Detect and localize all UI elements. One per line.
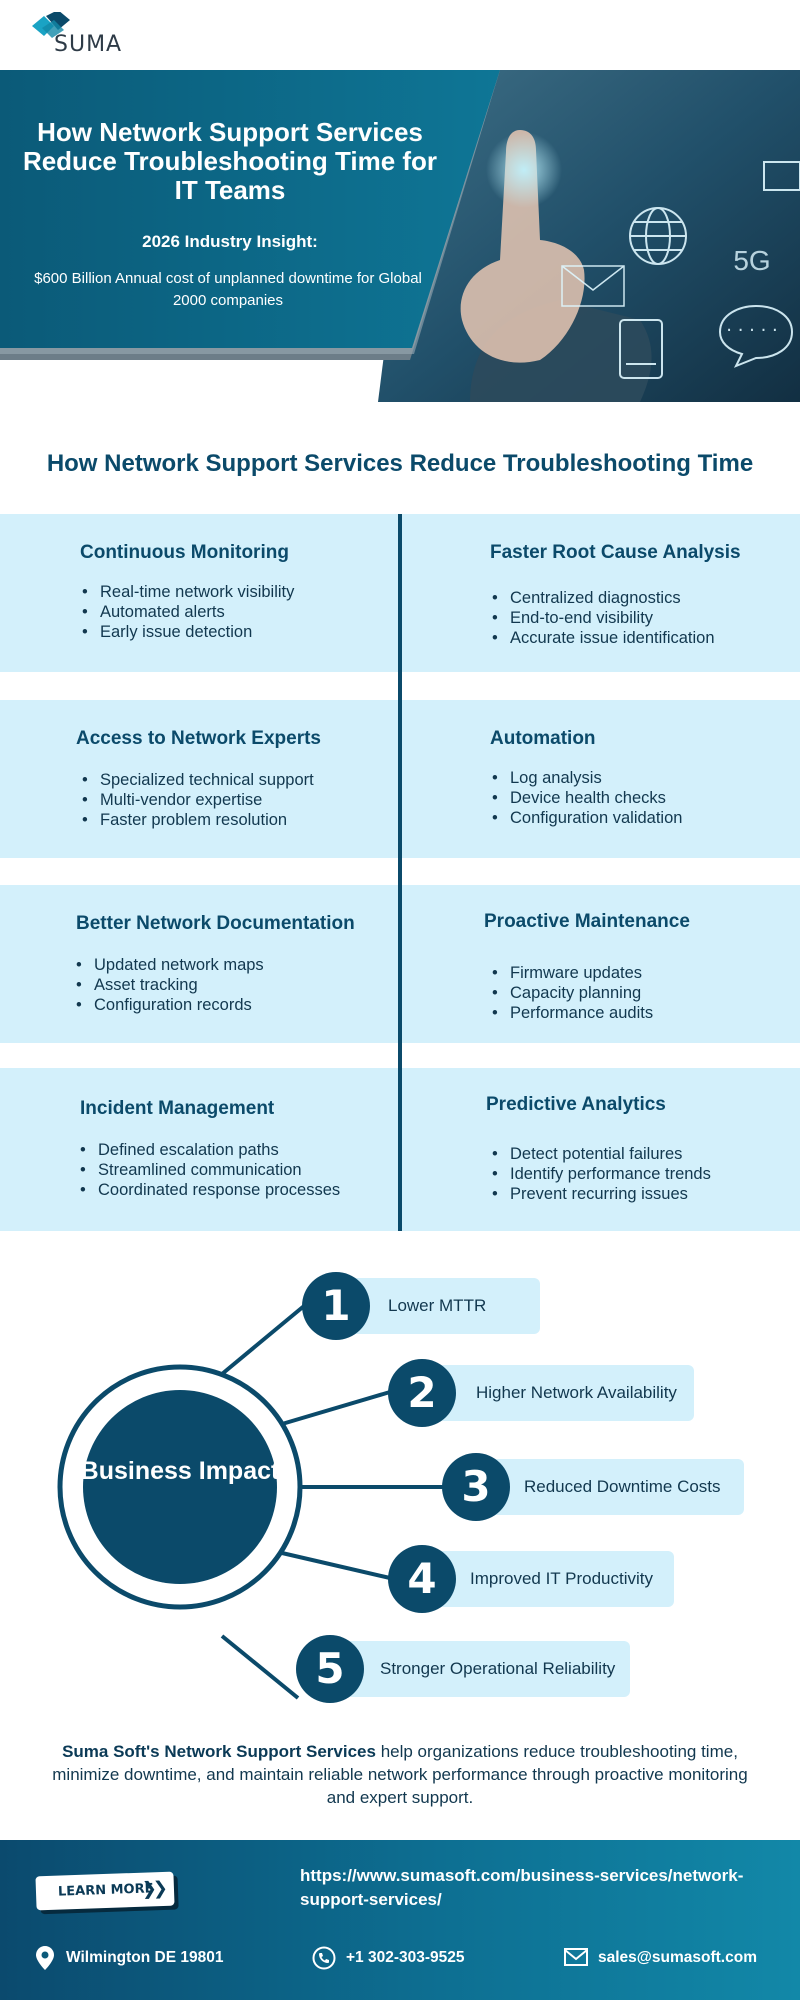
list-item: Automated alerts: [80, 602, 294, 622]
list-item: Specialized technical support: [80, 770, 314, 790]
impact-label: Lower MTTR: [388, 1296, 487, 1315]
learn-more-button[interactable]: LEARN MORE ❯❯: [35, 1871, 175, 1911]
card-title: Predictive Analytics: [486, 1094, 666, 1115]
email-text: sales@sumasoft.com: [598, 1949, 757, 1966]
card-list: Real-time network visibility Automated a…: [80, 582, 294, 642]
impact-label: Improved IT Productivity: [470, 1569, 653, 1588]
card-better-network-documentation: Better Network Documentation Updated net…: [0, 885, 398, 1043]
section-title: How Network Support Services Reduce Trou…: [46, 450, 754, 477]
impact-pill-5: Stronger Operational Reliability: [336, 1641, 630, 1697]
impact-diagram: [57, 1304, 444, 1700]
impact-number-4: 4: [388, 1545, 456, 1613]
mail-icon: [564, 1948, 588, 1966]
list-item: Identify performance trends: [490, 1164, 711, 1184]
card-list: Detect potential failures Identify perfo…: [490, 1144, 711, 1204]
card-list: Updated network maps Asset tracking Conf…: [74, 955, 264, 1015]
card-incident-management: Incident Management Defined escalation p…: [0, 1068, 398, 1231]
card-access-to-network-experts: Access to Network Experts Specialized te…: [0, 700, 398, 858]
svg-text:· · · · ·: · · · · ·: [726, 320, 778, 341]
learn-more-label: LEARN MORE: [57, 1881, 154, 1900]
card-proactive-maintenance: Proactive Maintenance Firmware updates C…: [402, 885, 800, 1043]
hero-banner: · · · · · 5G How Network Support Service…: [0, 70, 800, 402]
card-faster-root-cause-analysis: Faster Root Cause Analysis Centralized d…: [402, 514, 800, 672]
card-title: Access to Network Experts: [76, 728, 321, 749]
impact-number-5: 5: [296, 1635, 364, 1703]
location-pin-icon: [36, 1946, 54, 1970]
card-continuous-monitoring: Continuous Monitoring Real-time network …: [0, 514, 398, 672]
list-item: Real-time network visibility: [80, 582, 294, 602]
impact-pill-4: Improved IT Productivity: [426, 1551, 674, 1607]
footer-phone[interactable]: +1 302-303-9525: [312, 1944, 502, 1972]
card-title: Continuous Monitoring: [80, 542, 289, 563]
column-divider: [398, 514, 402, 1231]
list-item: Firmware updates: [490, 963, 653, 983]
impact-center-label: Business Impact: [80, 1457, 280, 1485]
hero-title: How Network Support Services Reduce Trou…: [22, 117, 438, 205]
footer: LEARN MORE ❯❯ https://www.sumasoft.com/b…: [0, 1840, 800, 2000]
impact-label: Stronger Operational Reliability: [380, 1659, 616, 1678]
list-item: Configuration validation: [490, 808, 682, 828]
phone-text: +1 302-303-9525: [346, 1949, 465, 1966]
footer-url-link[interactable]: https://www.sumasoft.com/business-servic…: [300, 1866, 744, 1909]
impact-number-1: 1: [302, 1272, 370, 1340]
location-text: Wilmington DE 19801: [66, 1949, 224, 1966]
list-item: Device health checks: [490, 788, 682, 808]
list-item: End-to-end visibility: [490, 608, 715, 628]
list-item: Faster problem resolution: [80, 810, 314, 830]
impact-pill-1: Lower MTTR: [340, 1278, 540, 1334]
list-item: Updated network maps: [74, 955, 264, 975]
hero-band: [0, 70, 500, 360]
list-item: Performance audits: [490, 1003, 653, 1023]
list-item: Asset tracking: [74, 975, 264, 995]
impact-pill-3: Reduced Downtime Costs: [480, 1459, 744, 1515]
list-item: Accurate issue identification: [490, 628, 715, 648]
list-item: Detect potential failures: [490, 1144, 711, 1164]
closing-bold: Suma Soft's Network Support Services: [62, 1742, 376, 1761]
list-item: Coordinated response processes: [78, 1180, 340, 1200]
card-list: Log analysis Device health checks Config…: [490, 768, 682, 828]
footer-email[interactable]: sales@sumasoft.com: [564, 1944, 764, 1972]
list-item: Defined escalation paths: [78, 1140, 340, 1160]
list-item: Capacity planning: [490, 983, 653, 1003]
list-item: Multi-vendor expertise: [80, 790, 314, 810]
impact-pill-2: Higher Network Availability: [426, 1365, 694, 1421]
card-list: Specialized technical support Multi-vend…: [80, 770, 314, 830]
phone-icon: [312, 1946, 336, 1970]
double-chevron-right-icon: ❯❯: [141, 1877, 165, 1900]
card-automation: Automation Log analysis Device health ch…: [402, 700, 800, 858]
impact-label: Reduced Downtime Costs: [524, 1477, 721, 1496]
list-item: Log analysis: [490, 768, 682, 788]
card-list: Firmware updates Capacity planning Perfo…: [490, 963, 653, 1023]
list-item: Streamlined communication: [78, 1160, 340, 1180]
card-list: Centralized diagnostics End-to-end visib…: [490, 588, 715, 648]
list-item: Early issue detection: [80, 622, 294, 642]
impact-number-3: 3: [442, 1453, 510, 1521]
suma-logo[interactable]: SUMA: [32, 12, 132, 58]
closing-paragraph: Suma Soft's Network Support Services hel…: [50, 1740, 750, 1809]
impact-center-circle: [83, 1390, 277, 1584]
hero-description: $600 Billion Annual cost of unplanned do…: [34, 270, 422, 309]
logo-text: SUMA: [54, 32, 123, 57]
hero-subtitle: 2026 Industry Insight:: [142, 232, 318, 251]
impact-number-2: 2: [388, 1359, 456, 1427]
footer-location: Wilmington DE 19801: [36, 1944, 236, 1972]
list-item: Centralized diagnostics: [490, 588, 715, 608]
card-title: Incident Management: [80, 1098, 275, 1119]
card-predictive-analytics: Predictive Analytics Detect potential fa…: [402, 1068, 800, 1231]
card-title: Faster Root Cause Analysis: [490, 542, 741, 563]
list-item: Configuration records: [74, 995, 264, 1015]
suma-logo-icon: [32, 12, 70, 38]
card-list: Defined escalation paths Streamlined com…: [78, 1140, 340, 1200]
card-title: Automation: [490, 728, 596, 749]
impact-label: Higher Network Availability: [476, 1383, 677, 1402]
list-item: Prevent recurring issues: [490, 1184, 711, 1204]
closing-text: help organizations reduce troubleshootin…: [52, 1742, 748, 1807]
hero-photo: · · · · · 5G: [378, 70, 800, 402]
photo-label-5g: 5G: [733, 245, 770, 276]
card-title: Better Network Documentation: [76, 913, 355, 934]
card-title: Proactive Maintenance: [484, 911, 690, 932]
